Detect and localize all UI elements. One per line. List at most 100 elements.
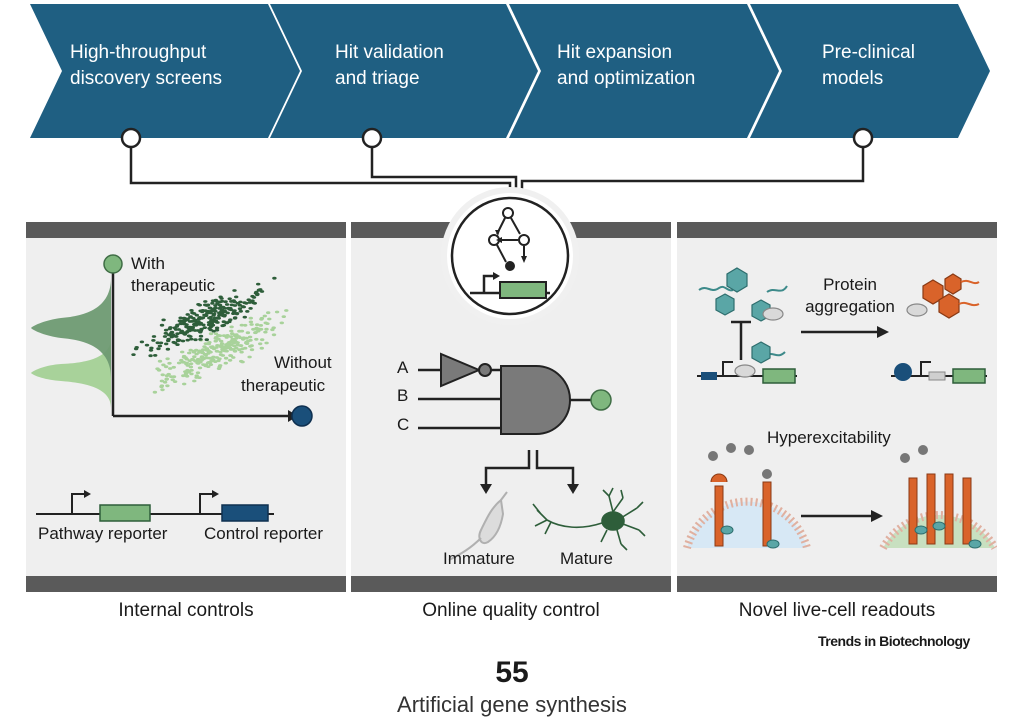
scatter-point	[232, 341, 237, 345]
scatter-point	[209, 346, 215, 349]
scatter-point	[214, 328, 220, 332]
ion-inside-left	[720, 525, 734, 535]
step-1-chevron	[30, 4, 300, 138]
scatter-point	[169, 330, 175, 334]
step-2-chevron	[270, 4, 538, 138]
scatter-point	[210, 301, 215, 305]
scatter-point	[219, 310, 224, 313]
scatter-point	[210, 308, 215, 312]
aggregated-proteins	[922, 273, 962, 319]
scatter-point	[164, 342, 169, 346]
scatter-point	[159, 379, 165, 383]
scatter-point	[246, 298, 251, 302]
scatter-point	[190, 357, 195, 361]
scatter-point	[202, 326, 207, 329]
scatter-point	[172, 380, 178, 383]
scatter-point	[181, 321, 187, 325]
scatter-point	[149, 346, 154, 350]
scatter-point	[221, 345, 226, 349]
scatter-point	[194, 352, 199, 356]
scatter-point	[227, 346, 233, 349]
scatter-point	[201, 363, 206, 366]
caption-internal-controls: Internal controls	[118, 600, 254, 621]
scatter-point	[197, 366, 203, 370]
scatter-point	[213, 339, 218, 343]
scatter-point	[213, 319, 218, 322]
step-1-label: High-throughput discovery screens	[70, 40, 222, 92]
scatter-point	[218, 306, 224, 310]
scatter-point	[198, 338, 203, 341]
scatter-point	[223, 356, 229, 360]
panel-internal-controls	[26, 222, 346, 592]
scatter-point	[208, 328, 213, 332]
mature-label: Mature	[560, 549, 613, 568]
scatter-point	[181, 355, 187, 359]
scatter-point	[223, 361, 228, 365]
protein-line2: aggregation	[805, 297, 895, 316]
scatter-point	[165, 347, 171, 351]
scatter-point	[162, 380, 168, 384]
scatter-point	[234, 295, 239, 299]
scatter-point	[211, 329, 216, 333]
scatter-point	[196, 359, 201, 363]
scatter-point	[272, 276, 277, 280]
scatter-point	[185, 338, 190, 342]
scatter-point	[208, 321, 213, 324]
step-2-label: Hit validation and triage	[335, 40, 444, 92]
scatter-point	[186, 327, 191, 330]
scatter-point	[163, 365, 169, 369]
scatter-point	[174, 325, 179, 328]
scatter-point	[260, 338, 265, 342]
without-line2: therapeutic	[241, 376, 326, 395]
scatter-point	[201, 323, 206, 327]
scatter-point	[167, 327, 172, 331]
scatter-point	[151, 335, 157, 338]
scatter-point	[221, 320, 226, 324]
scatter-point	[256, 329, 261, 333]
scatter-point	[249, 300, 255, 304]
scatter-point	[208, 332, 214, 336]
scatter-point	[181, 331, 187, 335]
bound-repressor	[734, 364, 756, 378]
scatter-point	[251, 296, 257, 299]
scatter-point	[184, 357, 189, 361]
scatter-point	[189, 372, 194, 376]
without-distribution	[31, 338, 111, 408]
scatter-point	[192, 323, 198, 327]
scatter-point	[208, 316, 213, 320]
scatter-point	[181, 374, 186, 378]
scatter-point	[258, 288, 263, 291]
scatter-point	[267, 317, 272, 321]
scatter-point	[161, 318, 166, 322]
panel-top-bar	[677, 222, 997, 238]
scatter-point	[229, 303, 234, 307]
without-therapeutic-marker	[291, 405, 313, 427]
scatter-point	[188, 365, 194, 369]
scatter-point	[266, 311, 271, 315]
pathway-promoter-head	[84, 490, 91, 498]
panel-bottom-bar	[351, 576, 671, 592]
scatter-point	[264, 341, 269, 345]
hexagon-proteins	[715, 267, 771, 364]
scatter-point	[189, 309, 194, 312]
scatter-point	[188, 348, 193, 352]
with-label: With	[131, 254, 165, 274]
reporter-gene-right	[952, 368, 986, 384]
scatter-point	[198, 330, 203, 334]
scatter-point	[184, 362, 189, 366]
scatter-point	[180, 339, 186, 343]
panel-bottom-bar	[677, 576, 997, 592]
scatter-point	[270, 328, 275, 332]
scatter-point	[206, 361, 211, 365]
protein-aggregation-label: Protein aggregation	[794, 274, 906, 318]
scatter-point	[227, 307, 233, 311]
operator-right	[928, 371, 946, 381]
scatter-point	[218, 350, 223, 354]
scatter-point	[158, 341, 164, 345]
scatter-point	[208, 363, 214, 366]
main-arrow-upper-head	[877, 326, 889, 338]
channel-left-2	[762, 481, 772, 547]
membrane-left	[683, 497, 811, 550]
scatter-point	[274, 310, 280, 314]
step-1-node	[120, 127, 142, 149]
